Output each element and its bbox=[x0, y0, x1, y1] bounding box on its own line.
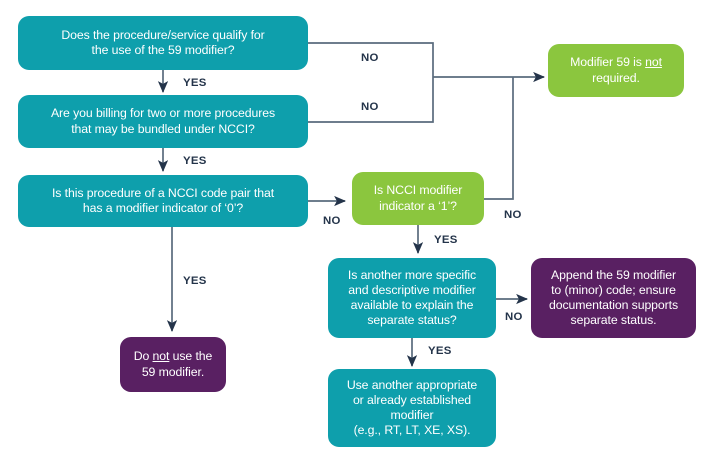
edge-label-q5-yes: YES bbox=[428, 345, 452, 357]
outcome-text-emphasis: not bbox=[645, 55, 662, 70]
node-label: Is another more specific and descriptive… bbox=[347, 267, 477, 328]
edge-label-q3-yes: YES bbox=[183, 275, 207, 287]
edge-label-q4-no: NO bbox=[504, 209, 522, 221]
outcome-text-part-3: required. bbox=[592, 70, 640, 85]
node-label: Use another appropriate or already estab… bbox=[346, 377, 478, 438]
node-label: Do not use the 59 modifier. bbox=[128, 349, 218, 379]
node-label: Is this procedure of a NCCI code pair th… bbox=[51, 185, 275, 215]
node-outcome-do-not-use-59-modifier[interactable]: Do not use the 59 modifier. bbox=[120, 337, 226, 392]
edge-q2-no bbox=[308, 77, 434, 123]
node-question-another-modifier-available[interactable]: Is another more specific and descriptive… bbox=[328, 258, 496, 338]
node-label: Append the 59 modifier to (minor) code; … bbox=[548, 267, 679, 328]
edge-label-q5-no: NO bbox=[505, 311, 523, 323]
edge-q4-no bbox=[484, 77, 514, 200]
node-label: Modifier 59 is not required. bbox=[556, 55, 676, 85]
node-label: Does the procedure/service qualify for t… bbox=[61, 27, 265, 57]
edge-label-q4-yes: YES bbox=[434, 234, 458, 246]
node-question-billing-two-or-more[interactable]: Are you billing for two or more procedur… bbox=[18, 95, 308, 148]
outcome-text-part-1: Modifier 59 is bbox=[570, 55, 646, 70]
node-question-qualify-59-modifier[interactable]: Does the procedure/service qualify for t… bbox=[18, 16, 308, 70]
node-label: Is NCCI modifier indicator a ‘1’? bbox=[373, 183, 463, 213]
edge-label-q2-yes: YES bbox=[183, 155, 207, 167]
node-label: Are you billing for two or more procedur… bbox=[50, 106, 276, 136]
node-outcome-modifier-59-not-required[interactable]: Modifier 59 is not required. bbox=[548, 44, 684, 97]
node-question-ncci-code-pair-indicator-0[interactable]: Is this procedure of a NCCI code pair th… bbox=[18, 175, 308, 227]
outcome-text-part-3: use the 59 modifier. bbox=[141, 349, 213, 379]
edge-label-q1-yes: YES bbox=[183, 77, 207, 89]
outcome-text-emphasis: not bbox=[152, 349, 170, 364]
node-question-ncci-modifier-indicator-1[interactable]: Is NCCI modifier indicator a ‘1’? bbox=[352, 172, 484, 225]
node-outcome-use-another-modifier[interactable]: Use another appropriate or already estab… bbox=[328, 369, 496, 447]
edge-label-q1-no: NO bbox=[361, 52, 379, 64]
edge-label-q3-no: NO bbox=[323, 215, 341, 227]
node-outcome-append-59-modifier[interactable]: Append the 59 modifier to (minor) code; … bbox=[531, 258, 696, 338]
edge-label-q2-no: NO bbox=[361, 101, 379, 113]
outcome-text-part-1: Do bbox=[133, 349, 153, 364]
